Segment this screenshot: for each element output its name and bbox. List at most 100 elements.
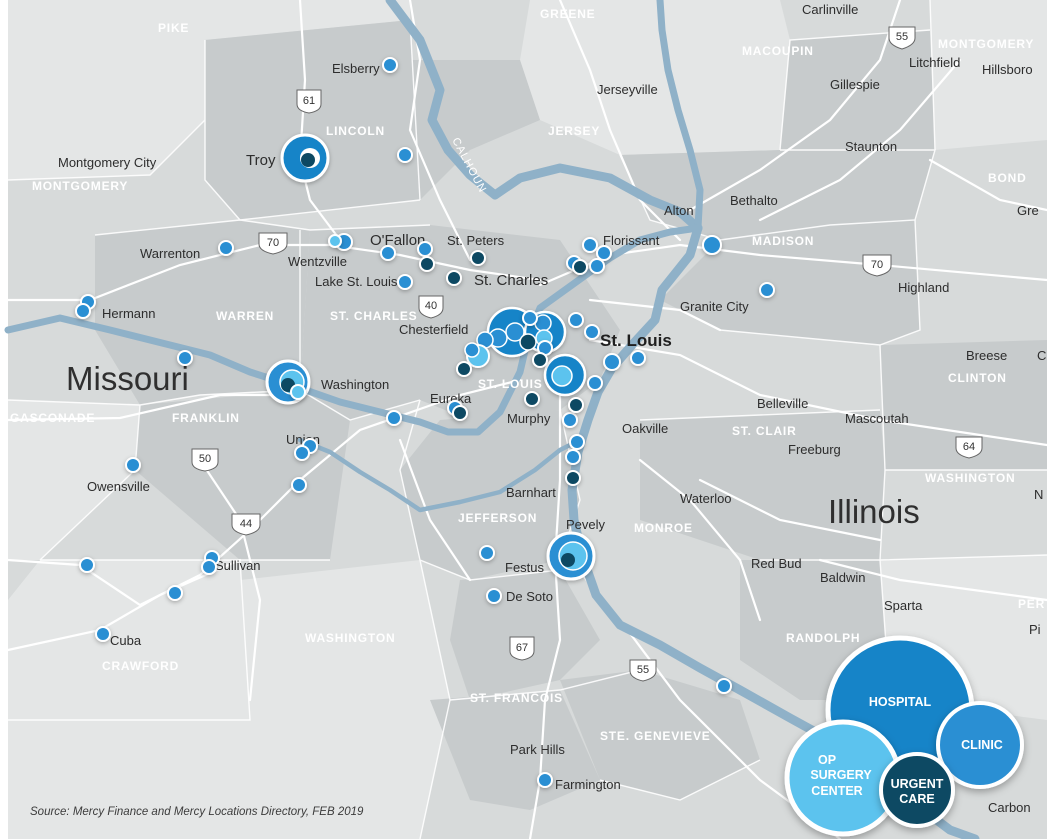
city-ofallon: O'Fallon [370, 232, 425, 249]
county-st-clair: ST. CLAIR [732, 424, 797, 438]
legend-op-surgery-line2: SURGERY [810, 768, 872, 782]
mississippi-river-north [385, 0, 703, 233]
county-macoupin: MACOUPIN [742, 44, 814, 58]
svg-text:50: 50 [199, 453, 211, 465]
clinic-marker [568, 312, 584, 328]
legend-urgent-care: URGENT CARE [879, 752, 955, 828]
county-st-francois: ST. FRANCOIS [470, 691, 563, 705]
county-labels: PIKE GREENE MACOUPIN MONTGOMERY LINCOLN … [10, 7, 1045, 743]
city-pi-partial: Pi [1029, 622, 1041, 637]
county-franklin: FRANKLIN [172, 411, 240, 425]
op-surgery-marker [464, 342, 490, 368]
city-washington: Washington [321, 377, 389, 392]
county-pike: PIKE [158, 21, 189, 35]
city-gillespie: Gillespie [830, 77, 880, 92]
svg-text:64: 64 [963, 441, 975, 453]
clinic-marker [759, 282, 775, 298]
highway-shields: 55 61 70 70 40 64 50 44 [191, 26, 983, 682]
interstate-40-shield: 40 [418, 295, 444, 319]
city-owensville: Owensville [87, 479, 150, 494]
interstate-55-north-shield: 55 [888, 26, 916, 50]
legend-urgent-care-line1: URGENT [891, 777, 944, 791]
city-alton: Alton [664, 203, 694, 218]
urgent-care-marker [419, 256, 435, 272]
meramec-river [297, 437, 583, 513]
legend-hospital-label: HOSPITAL [869, 695, 932, 709]
city-carbon-partial: Carbon [988, 800, 1031, 815]
state-label-missouri: Missouri [66, 360, 189, 397]
county-crawford: CRAWFORD [102, 659, 179, 673]
source-note: Source: Mercy Finance and Mercy Location… [30, 806, 364, 818]
hospital-marker [546, 531, 596, 581]
urgent-care-marker [470, 250, 486, 266]
city-wentzville: Wentzville [288, 254, 347, 269]
clinic-marker [95, 626, 111, 642]
legend-op-surgery-line1: OP [818, 753, 836, 767]
urgent-care-marker [452, 405, 468, 421]
city-hermann: Hermann [102, 306, 155, 321]
clinic-marker [486, 588, 502, 604]
city-pevely: Pevely [566, 517, 606, 532]
county-jefferson: JEFFERSON [458, 511, 537, 525]
clinic-marker [584, 324, 600, 340]
county-ste-genevieve: STE. GENEVIEVE [600, 729, 711, 743]
city-labels: Carlinville Litchfield Hillsboro Gillesp… [58, 2, 1046, 815]
city-st-louis: St. Louis [600, 331, 672, 350]
illinois-river [656, 0, 704, 232]
svg-text:70: 70 [267, 237, 279, 249]
clinic-marker [596, 245, 612, 261]
clinic-marker [380, 245, 396, 261]
clinic-marker [522, 310, 538, 326]
city-belleville: Belleville [757, 396, 808, 411]
city-cuba: Cuba [110, 633, 142, 648]
city-litchfield: Litchfield [909, 55, 960, 70]
city-red-bud: Red Bud [751, 556, 802, 571]
clinic-marker [397, 274, 413, 290]
city-elsberry: Elsberry [332, 61, 380, 76]
clinic-marker [589, 258, 605, 274]
legend: HOSPITAL CLINIC OP SURGERY CENTER URGENT… [784, 635, 1024, 837]
county-st-charles: ST. CHARLES [330, 309, 417, 323]
county-boundaries [7, 0, 1047, 839]
city-troy: Troy [246, 152, 276, 169]
city-hillsboro: Hillsboro [982, 62, 1033, 77]
city-sparta: Sparta [884, 598, 923, 613]
city-montgomery-city: Montgomery City [58, 155, 157, 170]
urgent-care-marker [456, 361, 472, 377]
city-c-partial: C [1037, 348, 1046, 363]
clinic-marker [582, 237, 598, 253]
county-bond: BOND [988, 171, 1027, 185]
city-carlinville: Carlinville [802, 2, 858, 17]
urgent-care-marker [565, 470, 581, 486]
legend-urgent-care-line2: CARE [899, 792, 934, 806]
city-park-hills: Park Hills [510, 742, 565, 757]
clinic-marker [537, 772, 553, 788]
svg-text:55: 55 [637, 664, 649, 676]
city-staunton: Staunton [845, 139, 897, 154]
city-waterloo: Waterloo [680, 491, 732, 506]
county-lincoln: LINCOLN [326, 124, 385, 138]
hospital-marker [280, 133, 330, 183]
clinic-marker [79, 557, 95, 573]
clinic-marker [177, 350, 193, 366]
city-mascoutah: Mascoutah [845, 411, 909, 426]
hospital-marker [543, 353, 587, 397]
us-61-shield: 61 [296, 89, 322, 114]
interstate-70-east-shield: 70 [862, 254, 892, 277]
city-chesterfield: Chesterfield [399, 322, 468, 337]
clinic-marker [75, 303, 91, 319]
city-jerseyville: Jerseyville [597, 82, 658, 97]
clinic-marker [565, 449, 581, 465]
county-st-louis: ST. LOUIS [478, 377, 543, 391]
city-oakville: Oakville [622, 421, 668, 436]
clinic-marker [562, 412, 578, 428]
county-jersey: JERSEY [548, 124, 600, 138]
city-st-charles: St. Charles [474, 272, 548, 289]
county-montgomery-il: MONTGOMERY [938, 37, 1034, 51]
county-perry-partial: PER [1018, 597, 1045, 611]
state-label-illinois: Illinois [828, 493, 920, 530]
svg-text:44: 44 [240, 518, 252, 530]
svg-text:67: 67 [516, 642, 528, 654]
clinic-marker [417, 241, 433, 257]
